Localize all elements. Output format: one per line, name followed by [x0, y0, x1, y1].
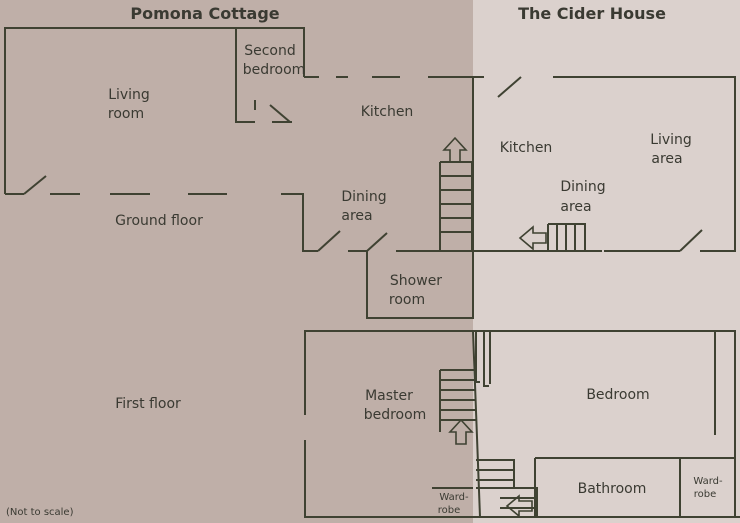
stair-up-arrow-icon-first-floor — [448, 418, 474, 445]
first-floor-label: First floor — [115, 396, 181, 412]
ch-kitchen-label: Kitchen — [500, 140, 553, 156]
ch-living-area-label-2: area — [651, 151, 682, 167]
ch-bedroom-label: Bedroom — [586, 387, 649, 403]
ch-wardrobe-label-2: robe — [694, 489, 717, 500]
pc-kitchen-label: Kitchen — [361, 104, 414, 120]
cider-house-background — [473, 0, 740, 523]
pomona-cottage-title: Pomona Cottage — [130, 4, 279, 23]
ch-dining-area-label-1: Dining — [560, 179, 605, 195]
ch-living-area-label-1: Living — [650, 132, 692, 148]
pc-second-bedroom-label-1: Second — [244, 43, 296, 59]
stair-left-arrow-icon — [518, 225, 547, 251]
pc-wardrobe-label-2: robe — [438, 505, 461, 516]
pc-wardrobe-label-1: Ward- — [439, 492, 469, 503]
ch-wardrobe-label-1: Ward- — [693, 476, 723, 487]
pc-dining-area-label-1: Dining — [341, 189, 386, 205]
pc-second-bedroom-label-2: bedroom — [243, 62, 306, 78]
pc-living-room-label-2: room — [108, 106, 144, 122]
not-to-scale-note: (Not to scale) — [6, 507, 74, 518]
pc-shower-room-label-1: Shower — [390, 273, 442, 289]
first-floor-walls — [304, 330, 740, 518]
cider-house-title: The Cider House — [518, 4, 666, 23]
pc-shower-room-label-2: room — [389, 292, 425, 308]
ground-floor-label: Ground floor — [115, 213, 203, 229]
pc-living-room-label-1: Living — [108, 87, 150, 103]
stair-left-arrow-icon-first-floor — [505, 494, 533, 518]
stair-up-arrow-icon — [442, 136, 468, 163]
ch-bathroom-label: Bathroom — [578, 481, 647, 497]
ground-floor-walls — [4, 27, 736, 319]
pc-dining-area-label-2: area — [341, 208, 372, 224]
pc-master-bedroom-label-2: bedroom — [364, 407, 427, 423]
ch-dining-area-label-2: area — [560, 199, 591, 215]
pc-master-bedroom-label-1: Master — [365, 388, 413, 404]
